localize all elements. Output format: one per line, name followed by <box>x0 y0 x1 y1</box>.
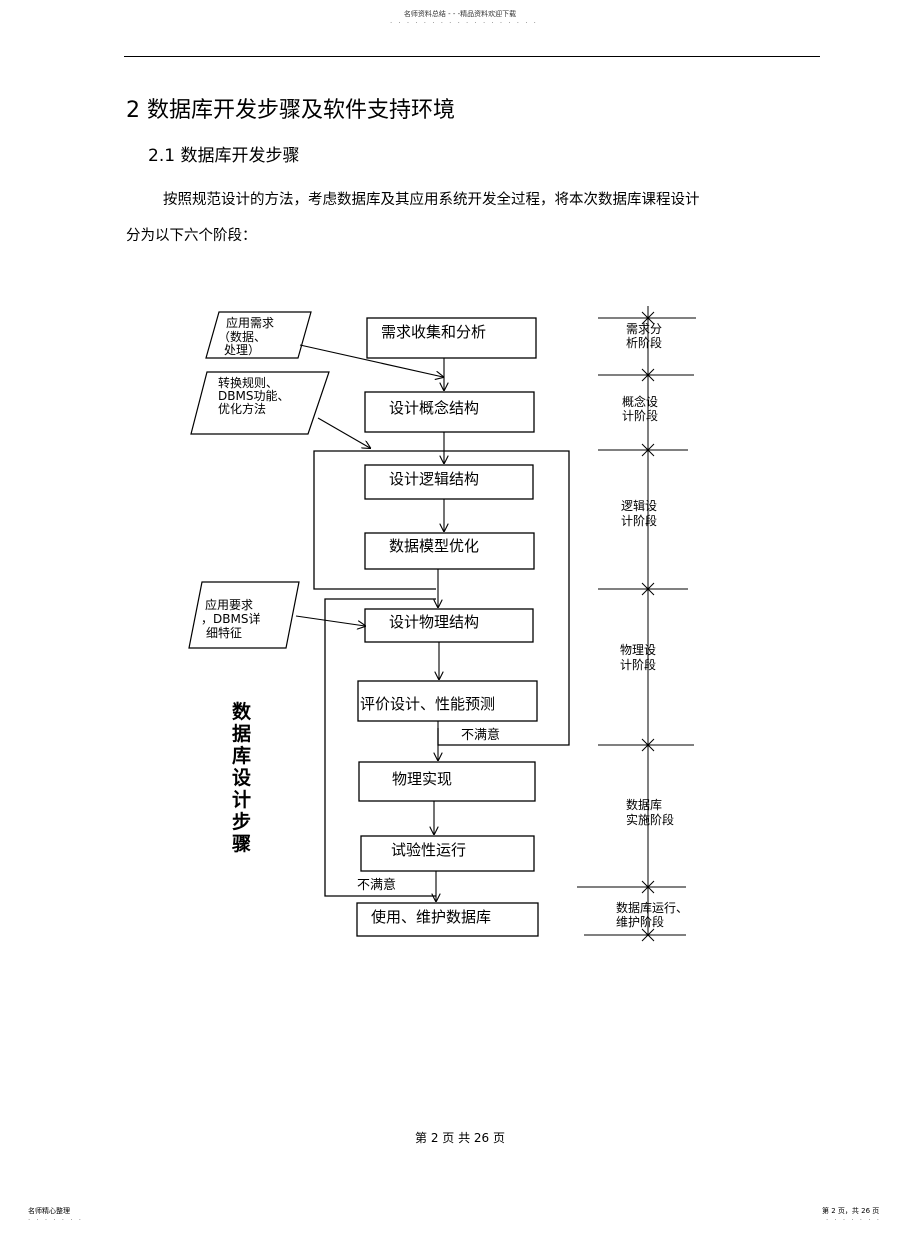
header-rule <box>124 56 820 57</box>
input-text-1-line-2: （数据、 <box>218 329 266 344</box>
stage-label-4-line-1: 物理设 <box>620 643 656 657</box>
footer-left-note: 名师精心整理 <box>28 1207 70 1215</box>
step-label-conceptual: 设计概念结构 <box>389 399 479 417</box>
stage-label-6-line-2: 维护阶段 <box>616 914 664 929</box>
step-box-implement <box>358 761 536 802</box>
footer-left-dots: · · · · · · · <box>28 1216 83 1224</box>
step-label-maintain: 使用、维护数据库 <box>371 908 491 926</box>
top-header-note: 名师资料总结 - - -精品资料欢迎下载 <box>403 10 517 18</box>
step-box-maintain <box>356 902 539 937</box>
stage-label-1-line-2: 析阶段 <box>626 335 662 350</box>
stage-label-4-line-2: 计阶段 <box>620 657 656 672</box>
input-text-1-line-3: 处理） <box>224 343 260 357</box>
step-label-trial-run: 试验性运行 <box>391 841 466 859</box>
vertical-title-char-4: 设 <box>232 767 251 789</box>
step-box-trial-run <box>360 835 535 872</box>
input-text-3-line-1: 应用要求 <box>205 597 253 612</box>
vertical-title-char-7: 骤 <box>232 833 251 855</box>
stage-label-2-line-2: 计阶段 <box>622 408 658 423</box>
stage-label-6-line-1: 数据库运行、 <box>616 900 688 915</box>
step-label-logical: 设计逻辑结构 <box>389 470 479 488</box>
footer-right-note: 第 2 页，共 26 页 <box>822 1207 880 1215</box>
section-heading: 2 数据库开发步骤及软件支持环境 <box>126 98 455 123</box>
step-label-requirements: 需求收集和分析 <box>381 323 486 341</box>
stage-label-3-line-1: 逻辑设 <box>621 499 657 513</box>
vertical-title-char-6: 步 <box>232 811 251 833</box>
stage-label-3-line-2: 计阶段 <box>621 513 657 528</box>
vertical-title-char-3: 库 <box>232 744 251 767</box>
step-box-model-optimize <box>364 532 535 570</box>
step-label-evaluate: 评价设计、性能预测 <box>360 695 495 713</box>
input-text-1-line-1: 应用需求 <box>226 315 274 330</box>
step-box-logical <box>364 464 534 500</box>
feedback-loop-inner <box>324 598 436 897</box>
paragraph-line-1: 按照规范设计的方法，考虑数据库及其应用系统开发全过程，将本次数据库课程设计 <box>163 192 700 208</box>
step-label-implement: 物理实现 <box>392 770 452 788</box>
stage-label-5-line-2: 实施阶段 <box>626 812 674 827</box>
input-box-app-demands <box>188 581 300 649</box>
paragraph-line-2: 分为以下六个阶段： <box>126 228 257 244</box>
unsatisfied-label-1: 不满意 <box>461 727 500 743</box>
step-box-conceptual <box>364 391 535 433</box>
unsatisfied-label-2: 不满意 <box>357 877 396 893</box>
input-text-3-line-3: 细特征 <box>206 625 242 640</box>
input-text-2-line-3: 优化方法 <box>218 401 266 416</box>
step-box-evaluate <box>357 680 538 722</box>
stage-label-2-line-1: 概念设 <box>622 394 658 409</box>
footer-right-dots: · · · · · · · <box>826 1216 881 1224</box>
vertical-title-char-5: 计 <box>232 789 251 811</box>
input-box-transform-rules <box>190 371 330 435</box>
stage-label-5-line-1: 数据库 <box>626 797 662 812</box>
page-number-footer: 第 2 页 共 26 页 <box>415 1131 505 1145</box>
input-box-app-requirements <box>205 311 312 359</box>
step-label-physical: 设计物理结构 <box>389 613 479 631</box>
vertical-title-char-2: 据 <box>232 722 251 745</box>
subsection-heading: 2.1 数据库开发步骤 <box>148 146 300 166</box>
input-text-2-line-1: 转换规则、 <box>218 375 278 390</box>
stage-label-1-line-1: 需求分 <box>626 322 662 336</box>
header-dots: · · · · · · · · · · · · · · · · · · <box>390 19 538 27</box>
vertical-title-char-1: 数 <box>232 700 252 723</box>
input-text-3-line-2: ，DBMS详 <box>201 611 260 626</box>
input-text-2-line-2: DBMS功能、 <box>218 389 289 403</box>
step-label-model-optimize: 数据模型优化 <box>389 537 479 555</box>
step-box-requirements <box>366 317 537 359</box>
